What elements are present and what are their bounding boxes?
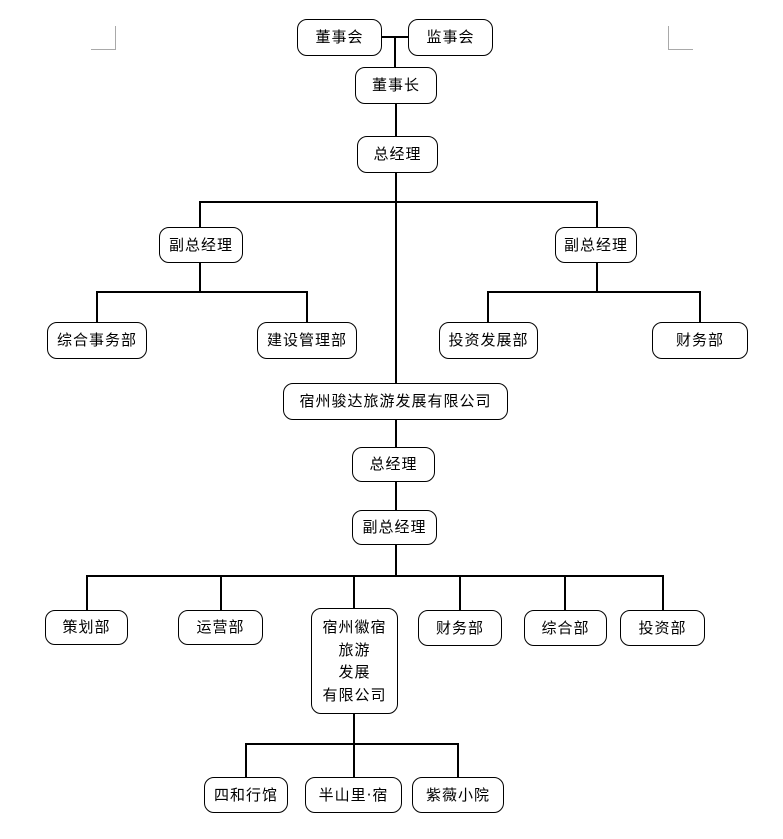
org-node-label: 投资发展部 (448, 331, 529, 350)
page-margin-mark (668, 49, 693, 50)
org-node-zongjingli-1[interactable]: 总经理 (357, 136, 438, 173)
org-node-zongjingli-2[interactable]: 总经理 (352, 447, 435, 482)
org-node-huisu-company[interactable]: 宿州徽宿 旅游 发展 有限公司 (311, 608, 398, 714)
connector-line (353, 713, 355, 745)
org-node-touzi-bu[interactable]: 投资部 (620, 610, 705, 646)
org-node-ziwei-xiaoyuan[interactable]: 紫薇小院 (412, 777, 504, 813)
connector-line (487, 291, 701, 293)
connector-line (395, 173, 397, 383)
org-node-label: 副总经理 (563, 235, 628, 254)
connector-line (96, 291, 98, 322)
org-node-label: 董事长 (371, 76, 420, 95)
org-node-label: 半山里·宿 (318, 785, 389, 804)
connector-line (596, 263, 598, 293)
org-node-dongshihui[interactable]: 董事会 (297, 19, 382, 56)
org-node-label: 副总经理 (362, 518, 427, 537)
org-node-caiwu-bu-1[interactable]: 财务部 (652, 322, 748, 359)
org-node-label: 副总经理 (168, 235, 233, 254)
org-node-label: 财务部 (675, 331, 724, 350)
connector-line (395, 545, 397, 577)
org-node-fuzongjingli-3[interactable]: 副总经理 (352, 510, 437, 545)
org-node-label: 建设管理部 (266, 331, 347, 350)
connector-line (220, 575, 222, 610)
page-margin-mark (668, 26, 669, 50)
connector-line (662, 575, 664, 610)
connector-line (564, 575, 566, 610)
org-node-label: 总经理 (373, 145, 422, 164)
org-node-label: 紫薇小院 (425, 785, 490, 804)
connector-line (394, 37, 396, 67)
connector-line (306, 291, 308, 322)
org-node-label: 董事会 (315, 28, 364, 47)
org-node-label: 策划部 (62, 618, 111, 637)
org-node-label: 综合部 (541, 618, 590, 637)
org-node-fuzongjingli-right[interactable]: 副总经理 (555, 227, 637, 263)
connector-line (86, 575, 664, 577)
org-node-label: 监事会 (426, 28, 475, 47)
org-node-label: 宿州徽宿 旅游 发展 有限公司 (322, 618, 387, 704)
org-node-label: 运营部 (196, 618, 245, 637)
connector-line (353, 575, 355, 608)
connector-line (459, 575, 461, 610)
connector-line (457, 743, 459, 777)
connector-line (199, 201, 598, 203)
connector-line (395, 420, 397, 447)
connector-line (245, 743, 247, 777)
org-node-fuzongjingli-left[interactable]: 副总经理 (159, 227, 243, 263)
org-node-jianshihui[interactable]: 监事会 (408, 19, 493, 56)
connector-line (699, 291, 701, 322)
org-node-cehua-bu[interactable]: 策划部 (45, 610, 128, 645)
org-node-junda-company[interactable]: 宿州骏达旅游发展有限公司 (283, 383, 508, 420)
org-node-label: 财务部 (435, 618, 484, 637)
org-node-sihe-xingguan[interactable]: 四和行馆 (204, 777, 288, 813)
org-node-label: 总经理 (369, 455, 418, 474)
connector-line (395, 482, 397, 510)
connector-line (245, 743, 459, 745)
org-node-label: 综合事务部 (56, 331, 137, 350)
connector-line (96, 291, 308, 293)
org-node-dongshizhang[interactable]: 董事长 (355, 67, 437, 104)
org-node-label: 宿州骏达旅游发展有限公司 (299, 392, 492, 411)
page-margin-mark (91, 49, 116, 50)
connector-line (596, 201, 598, 227)
connector-line (487, 291, 489, 322)
connector-line (395, 104, 397, 136)
connector-line (86, 575, 88, 610)
org-node-jianshe-guanli-bu[interactable]: 建设管理部 (257, 322, 357, 359)
connector-line (353, 743, 355, 777)
connector-line (199, 263, 201, 293)
org-node-banshanli-su[interactable]: 半山里·宿 (305, 777, 402, 813)
org-node-yunying-bu[interactable]: 运营部 (178, 610, 263, 645)
org-node-label: 投资部 (638, 618, 687, 637)
connector-line (199, 201, 201, 227)
org-node-zonghe-shiwu-bu[interactable]: 综合事务部 (47, 322, 147, 359)
org-node-zonghe-bu[interactable]: 综合部 (524, 610, 607, 646)
org-node-label: 四和行馆 (213, 785, 278, 804)
org-node-touzi-fazhan-bu[interactable]: 投资发展部 (439, 322, 538, 359)
org-node-caiwu-bu-2[interactable]: 财务部 (418, 610, 502, 646)
page-margin-mark (115, 26, 116, 50)
